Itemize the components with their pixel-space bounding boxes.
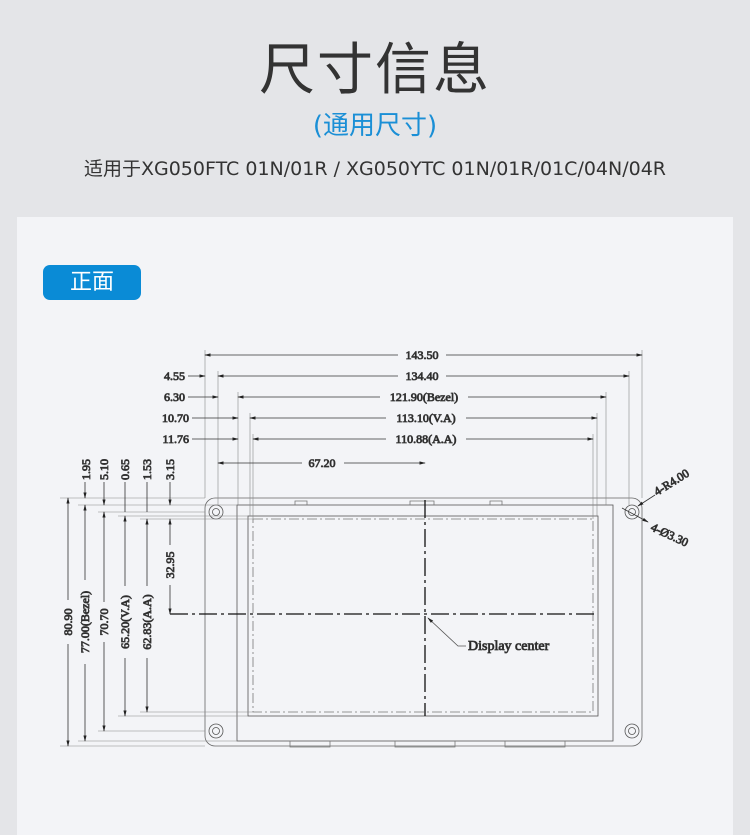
dim-hole-width: 134.40 — [406, 369, 439, 383]
center-lines — [170, 500, 596, 716]
offset-top-3: 0.65 — [118, 459, 132, 480]
offset-left-2: 6.30 — [164, 390, 185, 404]
offset-left-4: 11.76 — [162, 432, 189, 446]
section-tag-front: 正面 — [43, 265, 141, 300]
applicable-models: 适用于XG050FTC 01N/01R / XG050YTC 01N/01R/0… — [83, 158, 667, 180]
dim-va-height: 65.20(V.A) — [118, 595, 132, 649]
page-title: 尺寸信息 — [259, 38, 491, 103]
dim-overall-height: 80.90 — [61, 609, 75, 636]
offset-top-1: 1.95 — [79, 459, 93, 480]
dim-va-width: 113.10(V.A) — [396, 411, 455, 425]
horizontal-dimension-labels: 143.50 134.40 121.90(Bezel) 113.10(V.A) … — [162, 347, 468, 470]
dim-center-y: 32.95 — [163, 552, 177, 579]
dim-aa-height: 62.83(A.A) — [140, 594, 154, 649]
display-center-label: Display center — [468, 639, 550, 654]
viewing-area — [247, 515, 599, 717]
dim-center-x: 67.20 — [309, 456, 336, 470]
mounting-holes — [208, 504, 640, 739]
board-outline — [204, 497, 643, 747]
corner-radius-note: 4-R4.00 — [651, 466, 691, 499]
offset-top-5: 3.15 — [163, 459, 177, 480]
dim-bezel-width: 121.90(Bezel) — [390, 390, 458, 404]
offset-top-2: 5.10 — [97, 459, 111, 480]
dim-overall-width: 143.50 — [406, 348, 439, 362]
offset-top-4: 1.53 — [140, 459, 154, 480]
offset-left-1: 4.55 — [164, 369, 185, 383]
hole-diameter-note: 4-Ø3.30 — [649, 520, 691, 549]
active-area — [252, 518, 594, 713]
page-subtitle: (通用尺寸) — [312, 111, 438, 141]
dim-bezel-height: 77.00(Bezel) — [78, 591, 92, 653]
dim-aa-width: 110.88(A.A) — [396, 432, 457, 446]
offset-left-3: 10.70 — [162, 411, 189, 425]
drawing-panel — [17, 217, 733, 835]
dim-hole-height: 70.70 — [97, 609, 111, 636]
vertical-dimension-labels: 80.90 77.00(Bezel) 70.70 65.20(V.A) 62.8… — [60, 459, 177, 664]
